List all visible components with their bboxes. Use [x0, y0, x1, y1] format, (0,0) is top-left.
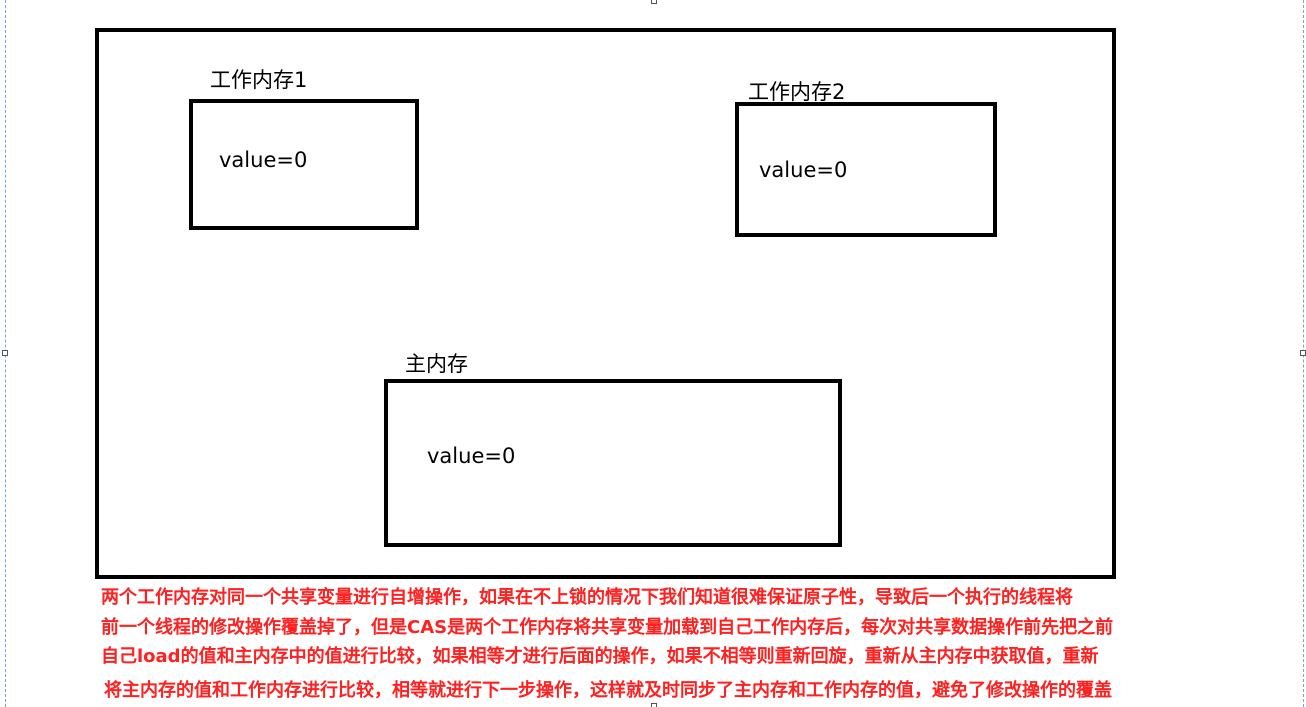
main-memory-box [384, 379, 842, 547]
description-line-3: 自己load的值和主内存中的值进行比较，如果相等才进行后面的操作，如果不相等则重… [101, 646, 1099, 667]
resize-handle-left[interactable] [2, 350, 8, 356]
resize-handle-bottom[interactable] [651, 703, 657, 707]
working-memory-2-label: 工作内存2 [748, 80, 846, 104]
description-line-2: 前一个线程的修改操作覆盖掉了，但是CAS是两个工作内存将共享变量加载到自己工作内… [101, 617, 1114, 638]
resize-handle-right[interactable] [1300, 350, 1306, 356]
working-memory-1-value: value=0 [219, 148, 308, 172]
working-memory-1-label: 工作内存1 [210, 68, 308, 92]
main-memory-label: 主内存 [405, 352, 468, 376]
resize-handle-top[interactable] [651, 0, 657, 4]
working-memory-1-box [189, 99, 419, 230]
memory-model-frame [95, 28, 1116, 579]
working-memory-2-value: value=0 [759, 158, 848, 182]
main-memory-value: value=0 [427, 444, 516, 468]
description-line-1: 两个工作内存对同一个共享变量进行自增操作，如果在不上锁的情况下我们知道很难保证原… [101, 587, 1073, 608]
description-line-4: 将主内存的值和工作内存进行比较，相等就进行下一步操作，这样就及时同步了主内存和工… [104, 680, 1112, 701]
working-memory-2-box [735, 102, 997, 237]
